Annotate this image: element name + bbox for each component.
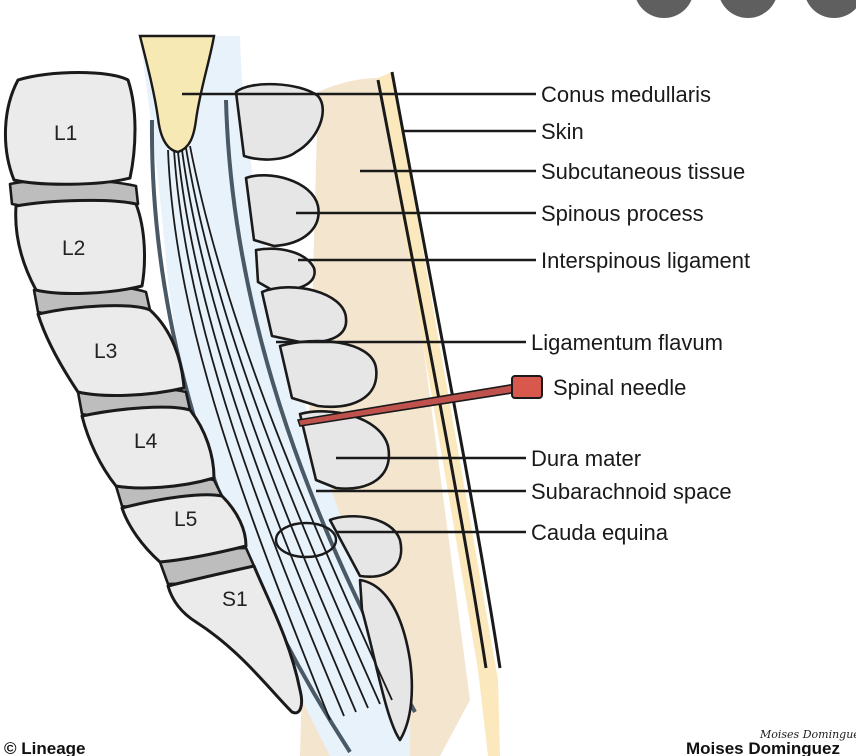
- label-subarachnoid-space: Subarachnoid space: [531, 479, 732, 504]
- sacral-crest: [358, 578, 414, 742]
- vertebra-l3: [36, 304, 186, 397]
- vertebra-label-s1: S1: [222, 588, 248, 611]
- vertebra-l5: [120, 493, 248, 564]
- conus-medullaris-shape: [138, 34, 216, 154]
- cauda-equina-ellipse: [274, 521, 338, 559]
- spinous-process-4: [298, 410, 391, 490]
- vertebra-label-l4: L4: [134, 430, 158, 453]
- vertebra-label-l2: L2: [62, 237, 85, 260]
- vertebra-label-l3: L3: [94, 340, 117, 363]
- illustrator-signature: Moises Dominguez: [759, 728, 856, 741]
- label-ligamentum-flavum: Ligamentum flavum: [531, 330, 723, 355]
- vertebra-l1: [3, 71, 137, 186]
- skin-outer-line: [390, 71, 502, 669]
- label-interspinous-ligament: Interspinous ligament: [541, 248, 750, 273]
- interspinous-block-1: [254, 247, 316, 292]
- spinal-needle-hub: [511, 375, 543, 399]
- overlay-button-3[interactable]: [804, 0, 856, 18]
- label-dura-mater: Dura mater: [531, 446, 641, 471]
- vertebra-l2: [14, 198, 146, 295]
- spinous-process-upper: [234, 82, 324, 161]
- spinous-process-1: [244, 174, 320, 248]
- label-spinous-process: Spinous process: [541, 201, 704, 226]
- label-conus-medullaris: Conus medullaris: [541, 82, 711, 107]
- vertebra-label-l1: L1: [54, 122, 77, 145]
- cauda-equina-roots: [167, 145, 393, 721]
- label-cauda-equina: Cauda equina: [531, 520, 669, 545]
- vertebra-l4: [80, 405, 216, 490]
- overlay-button-1[interactable]: [634, 0, 694, 18]
- label-skin: Skin: [541, 119, 584, 144]
- illustrator-credit: Moises Dominguez: [686, 739, 840, 756]
- spinous-process-3: [278, 339, 378, 409]
- label-spinal-needle: Spinal needle: [553, 375, 686, 400]
- label-subcutaneous-tissue: Subcutaneous tissue: [541, 159, 745, 184]
- vertebra-s1: [166, 564, 304, 715]
- vertebra-label-l5: L5: [174, 508, 197, 531]
- copyright-credit: © Lineage: [4, 739, 86, 756]
- overlay-button-2[interactable]: [718, 0, 778, 18]
- spinal-needle: [296, 375, 543, 427]
